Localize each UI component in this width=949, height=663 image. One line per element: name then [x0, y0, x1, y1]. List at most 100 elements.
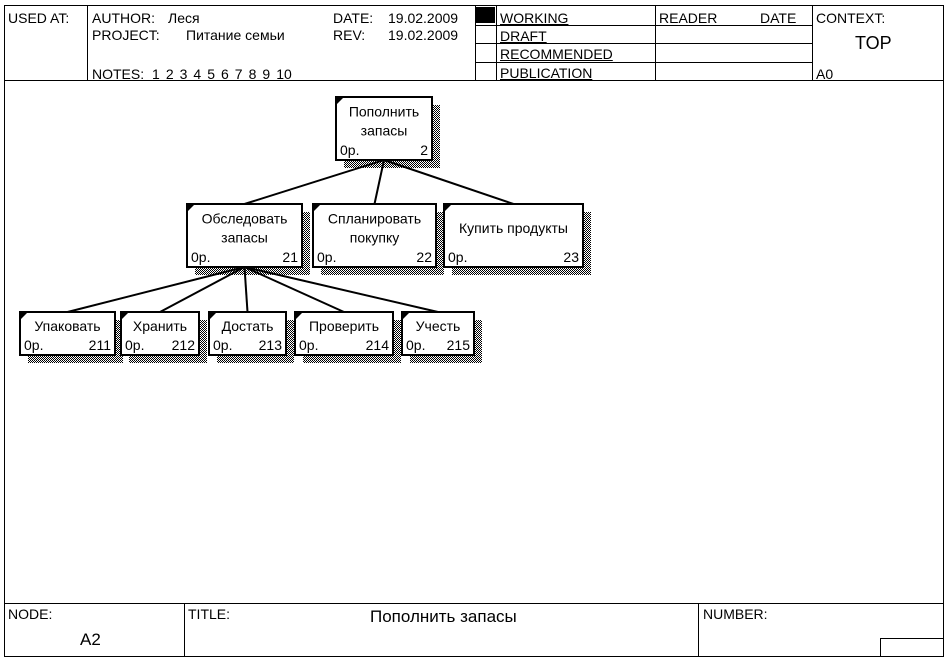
- rev-label: REV:: [333, 27, 366, 43]
- activity-box-check[interactable]: Проверить 0р. 214: [294, 311, 401, 363]
- header-divider: [87, 5, 88, 80]
- notes-number: 9: [262, 66, 271, 82]
- diagram-title: Пополнить запасы: [370, 607, 517, 626]
- activity-box-plan[interactable]: Спланировать покупку 0р. 22: [312, 203, 444, 275]
- header-divider: [475, 43, 812, 44]
- activity-cost: 0р.: [213, 337, 232, 353]
- reader-label: READER: [659, 10, 718, 26]
- context-value: TOP: [855, 33, 892, 53]
- used-at-label: USED AT:: [8, 10, 70, 26]
- footer-divider: [880, 638, 881, 657]
- activity-box-store[interactable]: Хранить 0р. 212: [120, 311, 207, 363]
- notes-number: 6: [221, 66, 229, 82]
- corner-mark-icon: [444, 204, 452, 212]
- notes-number: 1: [152, 66, 160, 82]
- reader-date-label: DATE: [760, 10, 797, 26]
- box-border: [19, 311, 116, 356]
- corner-mark-icon: [402, 312, 410, 320]
- activity-number: 211: [89, 337, 112, 353]
- activity-number: 213: [259, 337, 283, 353]
- activity-label: запасы: [361, 123, 408, 139]
- activity-cost: 0р.: [125, 337, 144, 353]
- box-border: [294, 311, 394, 356]
- header-divider: [475, 62, 812, 63]
- activity-box-inspect[interactable]: Обследовать запасы 0р. 21: [186, 203, 310, 275]
- status-publication: PUBLICATION: [500, 65, 593, 81]
- rev-value: 19.02.2009: [388, 27, 459, 43]
- activity-cost: 0р.: [448, 249, 467, 265]
- activity-label: Спланировать: [328, 211, 421, 227]
- notes-number: 7: [234, 66, 243, 82]
- project-label: PROJECT:: [92, 27, 160, 43]
- project-value: Питание семьи: [186, 27, 285, 43]
- footer-divider: [698, 603, 699, 657]
- corner-mark-icon: [121, 312, 129, 320]
- activity-label: Пополнить: [349, 104, 419, 120]
- notes-label: NOTES:: [92, 66, 145, 82]
- activity-cost: 0р.: [340, 142, 359, 158]
- activity-label: запасы: [221, 230, 268, 246]
- activity-label: Проверить: [309, 318, 379, 334]
- header-divider: [4, 80, 944, 81]
- date-label: DATE:: [333, 10, 374, 26]
- footer-divider: [184, 603, 185, 657]
- author-label: AUTHOR:: [92, 10, 155, 26]
- box-border: [401, 311, 475, 356]
- title-label: TITLE:: [188, 606, 231, 622]
- notes-number: 10: [276, 66, 292, 82]
- header-divider: [475, 25, 812, 26]
- activity-cost: 0р.: [317, 249, 336, 265]
- box-border: [335, 96, 433, 161]
- status-draft: DRAFT: [500, 28, 547, 44]
- activity-label: Упаковать: [34, 318, 100, 334]
- node-label: NODE:: [8, 606, 53, 622]
- activity-label: Учесть: [416, 318, 461, 334]
- box-border: [312, 203, 437, 268]
- number-label: NUMBER:: [703, 606, 768, 622]
- activity-cost: 0р.: [24, 337, 43, 353]
- activity-box-count[interactable]: Учесть 0р. 215: [401, 311, 482, 363]
- box-border: [186, 203, 303, 268]
- activity-cost: 0р.: [406, 337, 425, 353]
- corner-mark-icon: [187, 204, 195, 212]
- date-value: 19.02.2009: [388, 10, 459, 26]
- activity-number: 214: [366, 337, 390, 353]
- activity-label: покупку: [350, 230, 400, 246]
- activity-number: 215: [447, 337, 471, 353]
- activity-label: Достать: [222, 318, 274, 334]
- activity-number: 21: [282, 249, 298, 265]
- activity-number: 22: [416, 249, 432, 265]
- activity-number: 23: [563, 249, 579, 265]
- corner-mark-icon: [313, 204, 321, 212]
- footer-divider: [4, 603, 944, 604]
- context-node: A0: [816, 66, 834, 82]
- header-divider: [475, 5, 476, 80]
- corner-mark-icon: [209, 312, 217, 320]
- activity-box-pack[interactable]: Упаковать 0р. 211: [19, 311, 123, 363]
- author-value: Леся: [168, 10, 200, 26]
- notes-number: 4: [193, 66, 202, 82]
- activity-label: Обследовать: [202, 211, 288, 227]
- box-border: [443, 203, 584, 268]
- activity-cost: 0р.: [299, 337, 318, 353]
- header-divider: [812, 5, 813, 80]
- activity-number: 212: [172, 337, 196, 353]
- context-label: CONTEXT:: [816, 10, 886, 26]
- activity-number: 2: [420, 142, 428, 158]
- notes-number: 2: [165, 66, 174, 82]
- notes-number: 8: [248, 66, 257, 82]
- activity-label: Хранить: [133, 318, 187, 334]
- node-value: A2: [80, 630, 101, 649]
- activity-cost: 0р.: [191, 249, 210, 265]
- header-divider: [655, 5, 656, 80]
- corner-mark-icon: [336, 97, 344, 105]
- activity-box-fetch[interactable]: Достать 0р. 213: [208, 311, 294, 363]
- notes-number: 3: [179, 66, 188, 82]
- status-recommended: RECOMMENDED: [500, 46, 613, 62]
- corner-mark-icon: [295, 312, 303, 320]
